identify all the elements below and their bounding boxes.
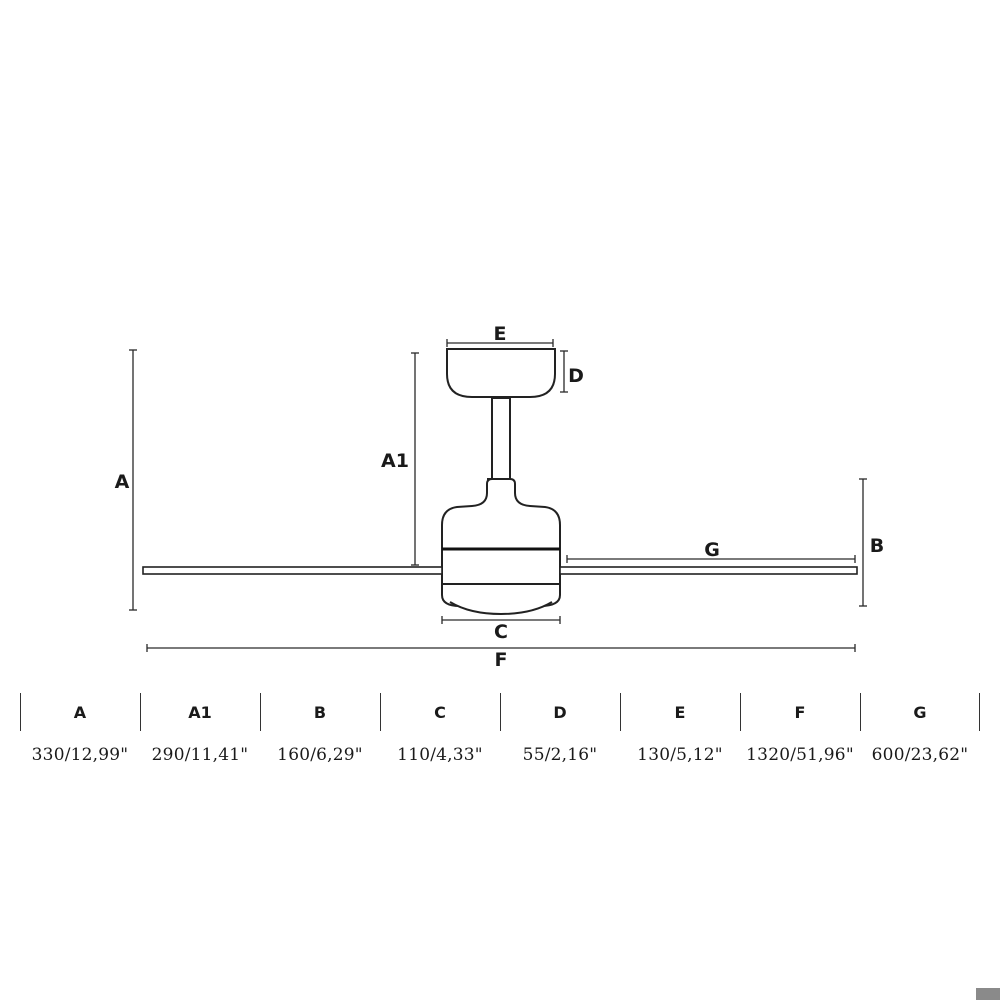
corner-mark <box>976 988 1000 1000</box>
light-bowl <box>449 601 553 616</box>
dimension-table: A 330/12,99" A1 290/11,41" B 160/6,29" C… <box>20 693 980 765</box>
column-divider <box>860 693 861 731</box>
table-cell-c: C 110/4,33" <box>380 693 500 765</box>
column-divider <box>500 693 501 731</box>
column-divider <box>140 693 141 731</box>
label-e: E <box>494 323 507 345</box>
table-value-g: 600/23,62" <box>871 745 969 765</box>
right-blade <box>559 566 858 575</box>
table-header-f: F <box>794 703 806 722</box>
downrod <box>491 397 511 480</box>
label-c: C <box>494 621 508 643</box>
table-cell-e: E 130/5,12" <box>620 693 740 765</box>
table-value-d: 55/2,16" <box>522 745 598 765</box>
table-cell-d: D 55/2,16" <box>500 693 620 765</box>
column-divider <box>260 693 261 731</box>
table-cell-g: G 600/23,62" <box>860 693 980 765</box>
column-divider <box>380 693 381 731</box>
table-value-b: 160/6,29" <box>277 745 363 765</box>
label-a: A <box>115 471 130 493</box>
column-divider <box>979 693 980 731</box>
column-divider <box>620 693 621 731</box>
label-d: D <box>568 365 584 387</box>
ceiling-fan-drawing <box>142 348 858 616</box>
table-value-a1: 290/11,41" <box>151 745 249 765</box>
canopy <box>446 348 556 398</box>
column-divider <box>740 693 741 731</box>
table-header-b: B <box>313 703 327 722</box>
table-header-e: E <box>674 703 686 722</box>
table-header-a1: A1 <box>188 703 212 722</box>
table-header-g: G <box>913 703 927 722</box>
table-cell-f: F 1320/51,96" <box>740 693 860 765</box>
dimension-lines <box>129 339 867 652</box>
dimension-labels: A A1 E D G B C F <box>115 323 885 671</box>
table-value-e: 130/5,12" <box>637 745 723 765</box>
table-value-c: 110/4,33" <box>397 745 483 765</box>
table-header-a: A <box>73 703 87 722</box>
label-b: B <box>870 535 884 557</box>
column-divider <box>20 693 21 731</box>
table-value-a: 330/12,99" <box>31 745 129 765</box>
table-cell-b: B 160/6,29" <box>260 693 380 765</box>
table-cell-a: A 330/12,99" <box>20 693 140 765</box>
table-header-d: D <box>553 703 567 722</box>
left-blade <box>142 566 443 575</box>
table-header-c: C <box>434 703 446 722</box>
table-cell-a1: A1 290/11,41" <box>140 693 260 765</box>
table-value-f: 1320/51,96" <box>746 745 854 765</box>
label-g: G <box>704 539 720 561</box>
motor-housing <box>441 478 561 607</box>
label-a1: A1 <box>381 450 409 472</box>
label-f: F <box>495 649 508 671</box>
